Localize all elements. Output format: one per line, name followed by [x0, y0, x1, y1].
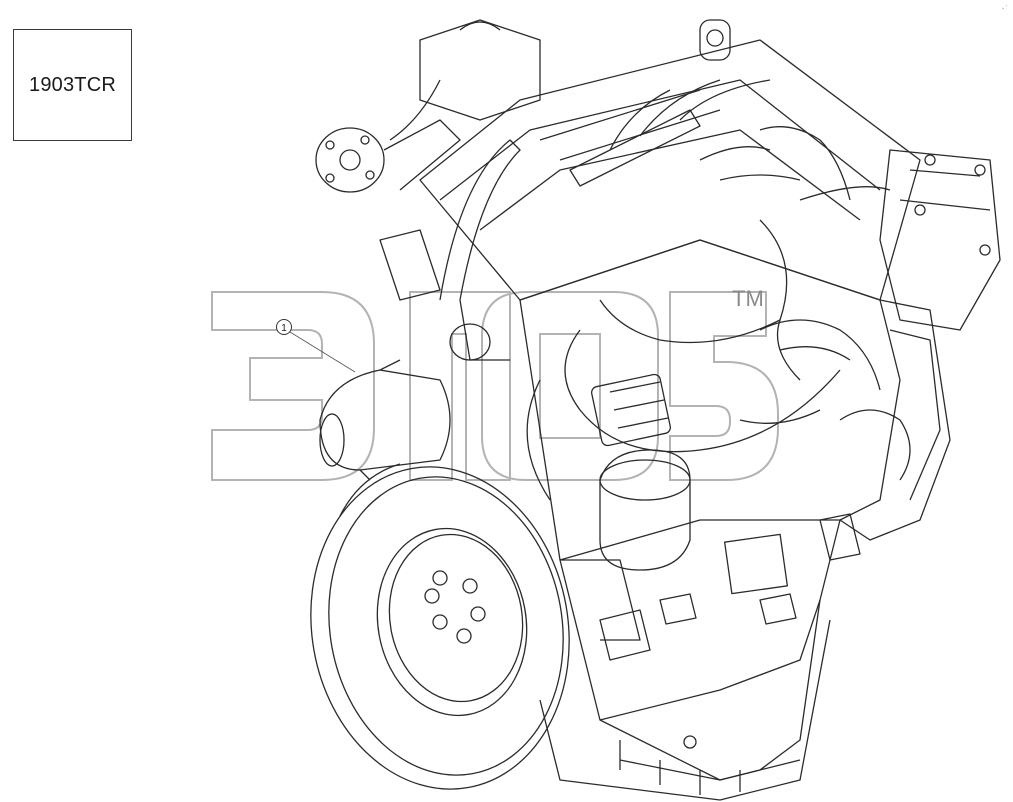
oil-pan: [539, 619, 831, 801]
coolant-hoses: [739, 319, 881, 424]
flywheel-bolt-circle: [424, 570, 486, 644]
cylinder-head: [419, 19, 921, 301]
engine-line-art: [310, 19, 1001, 801]
callout-1-number: 1: [281, 323, 287, 334]
engine-block: [519, 239, 901, 795]
turbocharger: [315, 19, 541, 193]
flywheel: [310, 463, 570, 790]
starter-motor: [319, 359, 451, 481]
egr-cooler: [759, 149, 1001, 381]
callout-1-leader: [289, 331, 356, 373]
timing-cover: [839, 299, 951, 541]
trademark-symbol: TM: [732, 286, 764, 311]
watermark-logo: [211, 291, 779, 481]
intake-pipe: [379, 139, 521, 361]
fuel-rail: [569, 79, 851, 201]
wiring-harness: [526, 299, 841, 501]
callout-1[interactable]: 1: [276, 319, 356, 373]
model-label-box: 1903TCR: [13, 29, 132, 141]
oil-filter: [599, 449, 691, 571]
model-label: 1903TCR: [29, 73, 116, 96]
callout-1-marker: [276, 319, 292, 335]
